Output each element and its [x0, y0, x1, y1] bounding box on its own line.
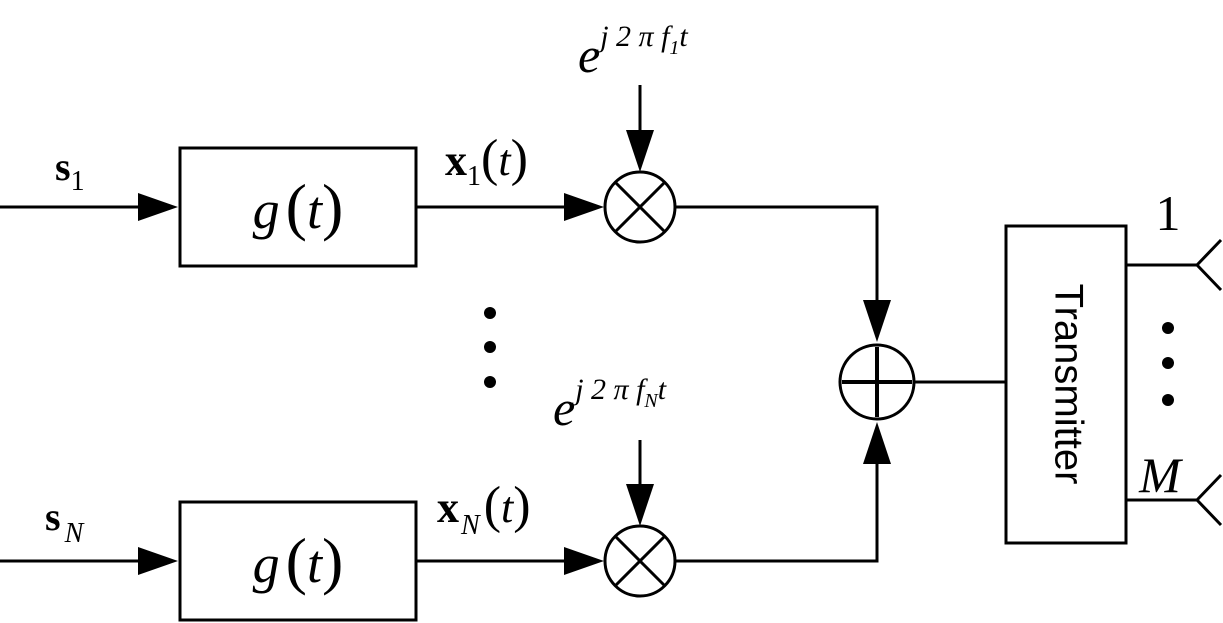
arrowhead-sum-top [863, 300, 891, 342]
sum-line-top [675, 205, 879, 300]
arrowhead-signal-bottom [564, 547, 604, 575]
sum-line-bottom [675, 462, 879, 563]
signal-label-bottom: xN(t) [437, 477, 531, 541]
transmitter-block [1004, 224, 1128, 545]
antenna-label-last: M [1138, 447, 1183, 503]
arrowhead-carrier-bottom [626, 484, 654, 526]
filter-label-top: g(t) [253, 171, 344, 242]
mixer-cross-top-b [613, 180, 667, 234]
adder [838, 343, 916, 421]
arrowhead-input-bottom [138, 547, 178, 575]
filter-label-bottom: g(t) [253, 525, 344, 596]
antenna-ellipsis [1162, 322, 1174, 406]
arrowhead-input-top [138, 193, 178, 221]
antenna-m [1126, 473, 1223, 527]
carrier-label-bottom: ej 2 π fNt [553, 373, 667, 436]
mixer-cross-bottom-b [613, 534, 667, 588]
antenna-1 [1126, 238, 1223, 292]
branch-top: s1 g(t) x1(t) ej 2 π f1t [0, 20, 891, 342]
arrowhead-sum-bottom [863, 422, 891, 464]
transmitter-label: Transmitter [1046, 284, 1090, 485]
input-label-top: s1 [55, 144, 85, 197]
antenna-label-first: 1 [1156, 185, 1181, 241]
signal-label-top: x1(t) [445, 130, 528, 192]
arrowhead-carrier-top [626, 130, 654, 172]
branch-ellipsis [484, 307, 496, 388]
arrowhead-signal-top [564, 193, 604, 221]
carrier-label-top: ej 2 π f1t [578, 20, 688, 83]
